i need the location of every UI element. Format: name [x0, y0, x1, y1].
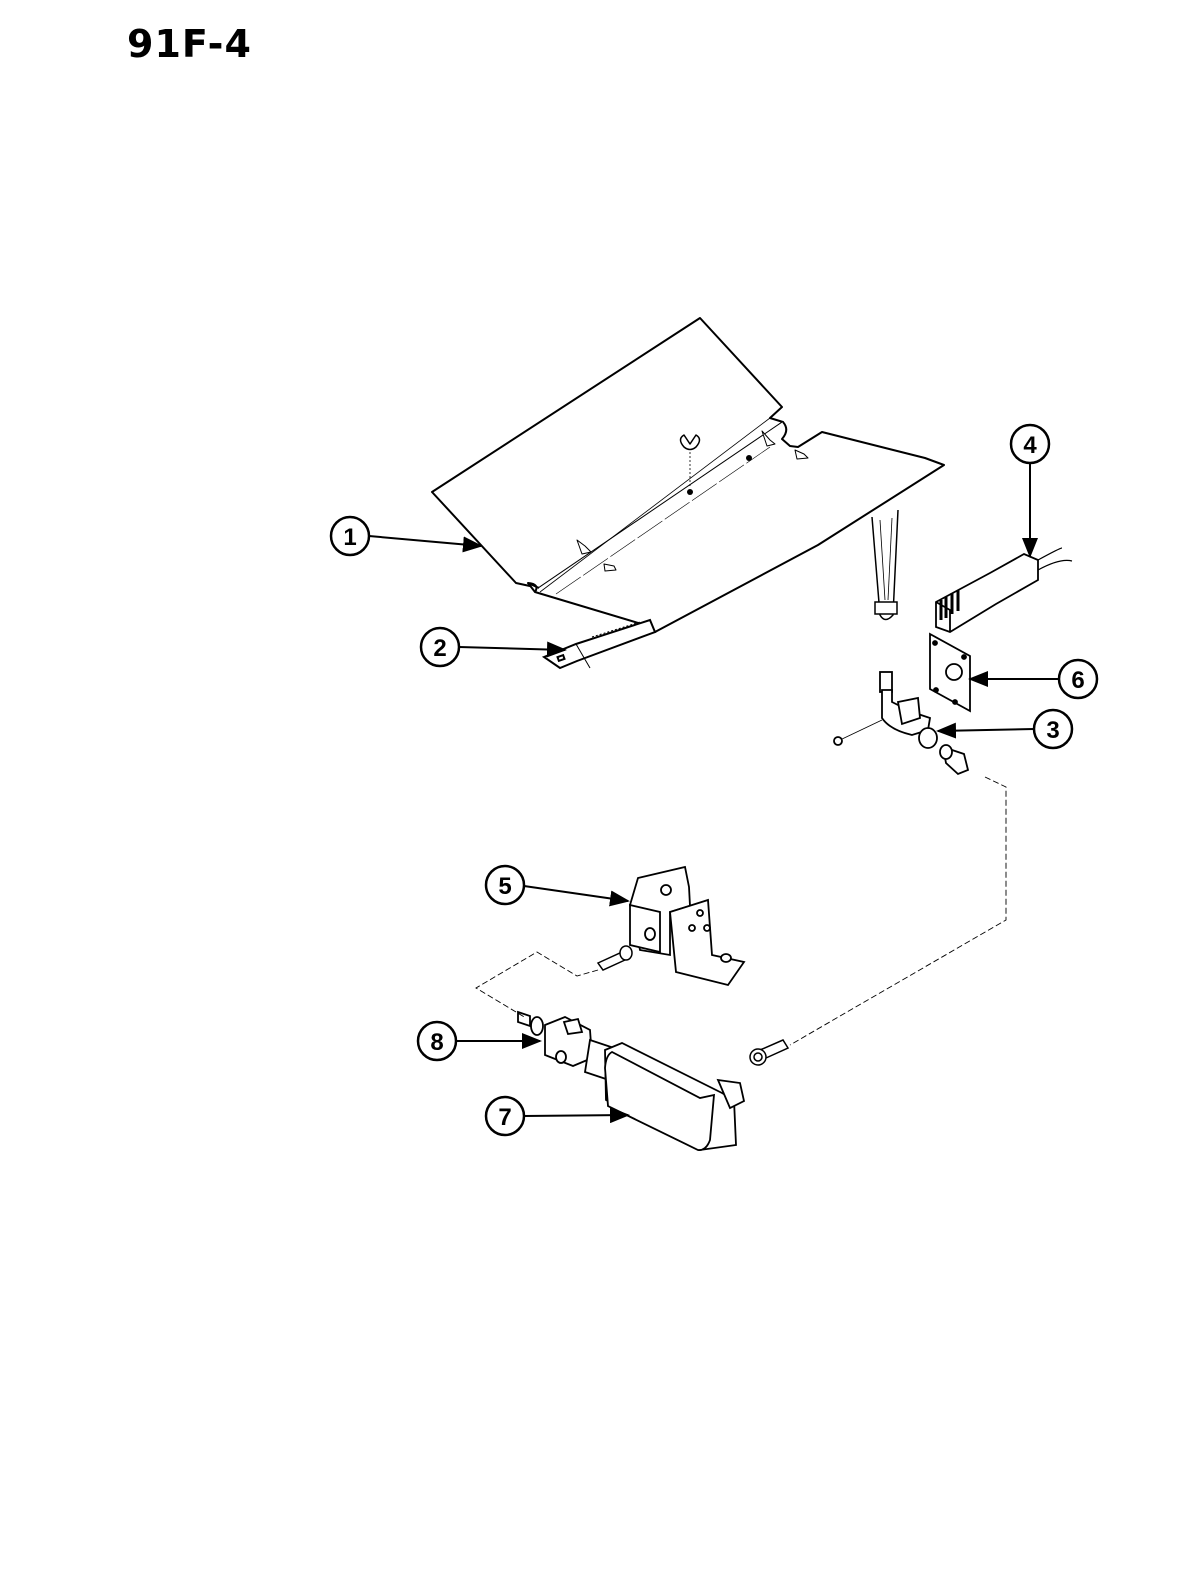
valve-bolt-drawing: [749, 1039, 790, 1066]
callout-1: 1: [329, 515, 371, 557]
callout-8-label: 8: [430, 1029, 443, 1056]
callout-5-label: 5: [498, 873, 511, 900]
valve-drawing: [517, 1010, 746, 1151]
callout-7-label: 7: [498, 1104, 511, 1131]
callout-5: 5: [484, 864, 526, 906]
callout-7: 7: [484, 1095, 526, 1137]
callout-6-label: 6: [1071, 667, 1084, 694]
burner-tube-drawing: [541, 618, 657, 670]
mounting-plate-drawing: [929, 632, 971, 713]
callout-8: 8: [416, 1020, 458, 1062]
callout-2: 2: [419, 626, 461, 668]
assembly-lines: [475, 776, 1007, 1046]
leader-lines: [368, 463, 1059, 1124]
orifice-elbow-drawing: [833, 671, 970, 776]
callout-6: 6: [1057, 658, 1099, 700]
connector-drawing: [935, 547, 1073, 633]
callout-3: 3: [1032, 708, 1074, 750]
deflector-panel-drawing: [431, 317, 945, 633]
callout-1-label: 1: [343, 524, 356, 551]
callout-2-label: 2: [433, 635, 446, 662]
callout-3-label: 3: [1046, 717, 1059, 744]
callout-4: 4: [1009, 423, 1051, 465]
bracket-drawing: [629, 865, 746, 987]
igniter-drawing: [871, 509, 899, 621]
page-title: 91F-4: [127, 22, 252, 66]
bracket-bolt-drawing: [596, 945, 633, 971]
callout-4-label: 4: [1023, 432, 1037, 459]
